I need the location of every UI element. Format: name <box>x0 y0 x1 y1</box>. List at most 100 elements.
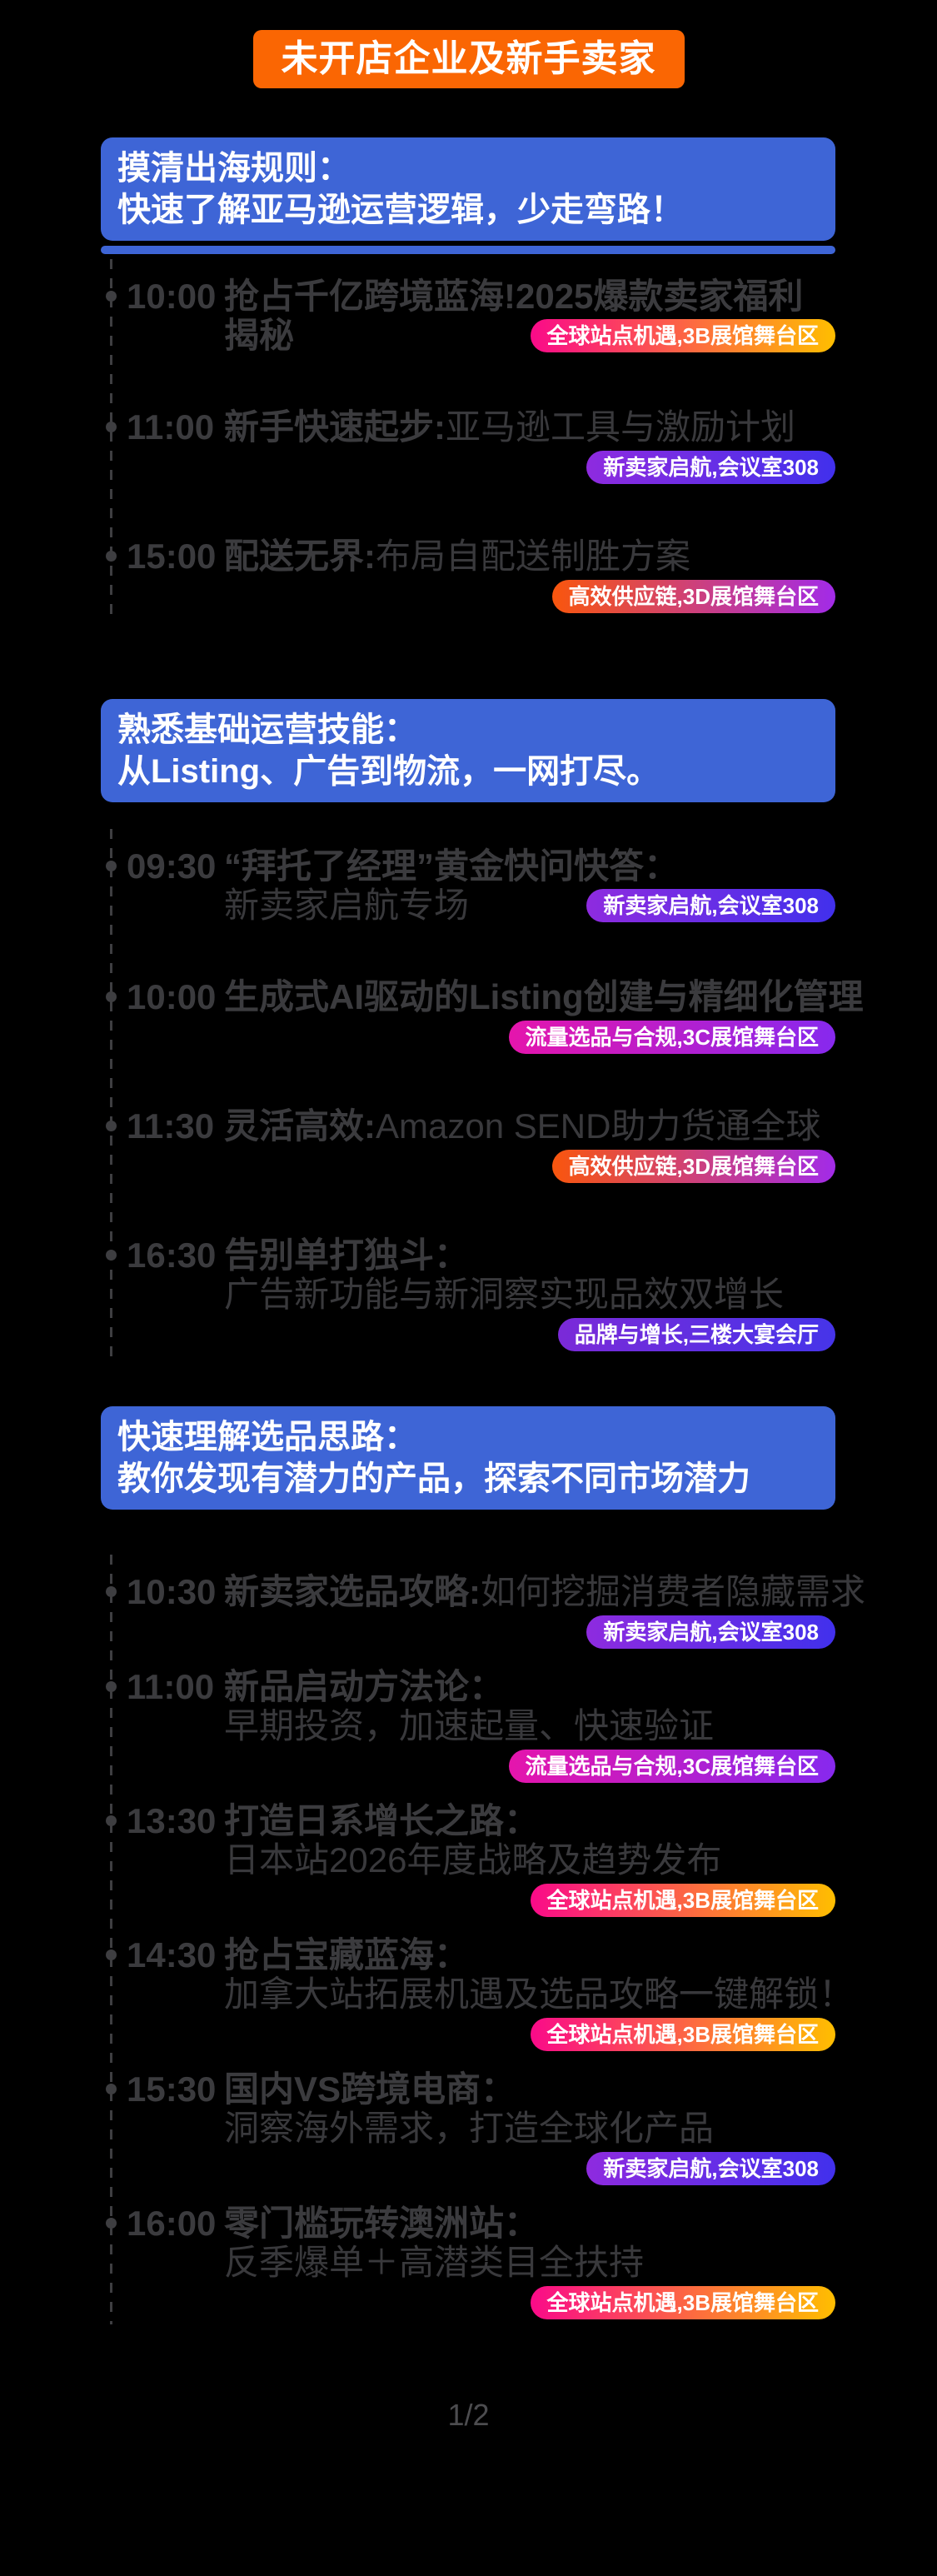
item-time: 10:30 <box>127 1572 217 1611</box>
item-tag-row: 全球站点机遇,3B展馆舞台区 <box>224 2018 835 2051</box>
item-time: 16:30 <box>127 1236 217 1275</box>
section-title-line2: 从Listing、广告到物流，一网打尽。 <box>117 753 660 790</box>
item-title: 打造日系增长之路： <box>224 1801 540 1840</box>
item-content: 国内VS跨境电商： 洞察海外需求，打造全球化产品 新卖家启航,会议室308 <box>224 2069 835 2185</box>
item-title-line2: 日本站2026年度战略及趋势发布 <box>224 1840 722 1880</box>
item-title: 新卖家选品攻略:如何挖掘消费者隐藏需求 <box>224 1572 866 1611</box>
item-tag: 全球站点机遇,3B展馆舞台区 <box>530 2286 835 2319</box>
item-time: 11:00 <box>127 1667 215 1706</box>
section-header: 快速理解选品思路： 教你发现有潜力的产品，探索不同市场潜力 <box>101 1406 835 1510</box>
item-title-line2: 广告新功能与新洞察实现品效双增长 <box>224 1275 785 1314</box>
item-title: 抢占千亿跨境蓝海!2025爆款卖家福利 <box>224 277 804 316</box>
timeline-list: 09:30 “拜托了经理”黄金快问快答： 新卖家启航专场 新卖家启航,会议室30… <box>0 829 937 1356</box>
item-time: 09:30 <box>127 846 217 886</box>
item-tag-row: 高效供应链,3D展馆舞台区 <box>224 580 835 613</box>
item-title-rest: 布局自配送制胜方案 <box>376 537 691 576</box>
section-header-underlay <box>101 246 835 254</box>
item-tag: 新卖家启航,会议室308 <box>586 451 835 484</box>
item-time: 15:00 <box>127 537 217 576</box>
timeline-list: 10:00 抢占千亿跨境蓝海!2025爆款卖家福利 揭秘 全球站点机遇,3B展馆… <box>0 259 937 618</box>
schedule-item: 10:00 抢占千亿跨境蓝海!2025爆款卖家福利 揭秘 全球站点机遇,3B展馆… <box>0 277 937 355</box>
item-tag-row: 新卖家启航,会议室308 <box>224 451 835 484</box>
item-title: 配送无界:布局自配送制胜方案 <box>224 537 691 576</box>
item-title-line2: 揭秘 <box>224 316 295 355</box>
timeline-dot-icon <box>106 1121 117 1131</box>
audience-badge: 未开店企业及新手卖家 <box>252 30 685 88</box>
schedule-item: 10:00 生成式AI驱动的Listing创建与精细化管理 流量选品与合规,3C… <box>0 977 937 1054</box>
timeline-dot-icon <box>106 1815 117 1826</box>
item-content: 告别单打独斗： 广告新功能与新洞察实现品效双增长 品牌与增长,三楼大宴会厅 <box>224 1236 835 1351</box>
timeline-dot-icon <box>106 2218 117 2229</box>
section-product-selection: 快速理解选品思路： 教你发现有潜力的产品，探索不同市场潜力 10:30 新卖家选… <box>0 1406 937 2324</box>
section-title-line2: 教你发现有潜力的产品，探索不同市场潜力 <box>117 1460 750 1497</box>
item-tag-row: 高效供应链,3D展馆舞台区 <box>224 1150 835 1183</box>
item-title: 新品启动方法论： <box>224 1667 505 1706</box>
timeline-dot-icon <box>106 2084 117 2094</box>
item-title-line2: 洞察海外需求，打造全球化产品 <box>224 2109 715 2148</box>
item-title: “拜托了经理”黄金快问快答： <box>224 846 680 886</box>
header-badge-row: 未开店企业及新手卖家 <box>0 0 937 88</box>
item-tag-row: 品牌与增长,三楼大宴会厅 <box>224 1318 835 1351</box>
item-tag: 新卖家启航,会议室308 <box>586 1615 835 1649</box>
item-tag-row: 流量选品与合规,3C展馆舞台区 <box>224 1021 835 1054</box>
item-row2: 新卖家启航专场 新卖家启航,会议室308 <box>224 886 835 925</box>
timeline-dot-icon <box>106 1586 117 1597</box>
item-title-line2: 加拿大站拓展机遇及选品攻略一键解锁！ <box>224 1974 855 2014</box>
schedule-item: 11:30 灵活高效:Amazon SEND助力货通全球 高效供应链,3D展馆舞… <box>0 1106 937 1183</box>
item-tag: 高效供应链,3D展馆舞台区 <box>551 580 835 613</box>
item-tag: 全球站点机遇,3B展馆舞台区 <box>530 1884 835 1917</box>
timeline-dot-icon <box>106 991 117 1002</box>
item-tag-row: 新卖家启航,会议室308 <box>224 1615 835 1649</box>
item-title: 生成式AI驱动的Listing创建与精细化管理 <box>224 977 864 1016</box>
timeline-dot-icon <box>106 551 117 562</box>
section-title-line2: 快速了解亚马逊运营逻辑，少走弯路！ <box>117 192 684 228</box>
timeline-dot-icon <box>106 1949 117 1960</box>
item-title: 零门槛玩转澳洲站： <box>224 2204 540 2243</box>
item-content: 打造日系增长之路： 日本站2026年度战略及趋势发布 全球站点机遇,3B展馆舞台… <box>224 1801 835 1917</box>
item-content: 灵活高效:Amazon SEND助力货通全球 高效供应链,3D展馆舞台区 <box>224 1106 835 1183</box>
timeline-dot-icon <box>106 1681 117 1692</box>
item-time: 11:30 <box>127 1106 215 1146</box>
timeline-dot-icon <box>106 422 117 432</box>
item-title-line2: 反季爆单＋高潜类目全扶持 <box>224 2243 645 2282</box>
item-content: 零门槛玩转澳洲站： 反季爆单＋高潜类目全扶持 全球站点机遇,3B展馆舞台区 <box>224 2204 835 2319</box>
schedule-item: 10:30 新卖家选品攻略:如何挖掘消费者隐藏需求 新卖家启航,会议室308 <box>0 1572 937 1649</box>
section-rules: 摸清出海规则： 快速了解亚马逊运营逻辑，少走弯路！ 10:00 抢占千亿跨境蓝海… <box>0 137 937 618</box>
item-content: “拜托了经理”黄金快问快答： 新卖家启航专场 新卖家启航,会议室308 <box>224 846 835 925</box>
schedule-item: 15:00 配送无界:布局自配送制胜方案 高效供应链,3D展馆舞台区 <box>0 537 937 613</box>
item-tag-row: 流量选品与合规,3C展馆舞台区 <box>224 1750 835 1783</box>
item-content: 新卖家选品攻略:如何挖掘消费者隐藏需求 新卖家启航,会议室308 <box>224 1572 866 1649</box>
item-title: 灵活高效:Amazon SEND助力货通全球 <box>224 1106 821 1146</box>
item-time: 10:00 <box>127 977 217 1016</box>
item-time: 13:30 <box>127 1801 217 1840</box>
schedule-item: 16:30 告别单打独斗： 广告新功能与新洞察实现品效双增长 品牌与增长,三楼大… <box>0 1236 937 1351</box>
item-tag: 流量选品与合规,3C展馆舞台区 <box>508 1750 835 1783</box>
item-title-rest: 如何挖掘消费者隐藏需求 <box>481 1572 866 1611</box>
item-content: 配送无界:布局自配送制胜方案 高效供应链,3D展馆舞台区 <box>224 537 835 613</box>
item-tag: 全球站点机遇,3B展馆舞台区 <box>530 318 835 352</box>
schedule-item: 09:30 “拜托了经理”黄金快问快答： 新卖家启航专场 新卖家启航,会议室30… <box>0 846 937 925</box>
item-row2: 揭秘 全球站点机遇,3B展馆舞台区 <box>224 316 835 355</box>
timeline-list: 10:30 新卖家选品攻略:如何挖掘消费者隐藏需求 新卖家启航,会议室308 1… <box>0 1555 937 2324</box>
section-title-line1: 快速理解选品思路： <box>117 1419 417 1455</box>
section-operations: 熟悉基础运营技能： 从Listing、广告到物流，一网打尽。 09:30 “拜托… <box>0 699 937 1356</box>
section-header: 摸清出海规则： 快速了解亚马逊运营逻辑，少走弯路！ <box>101 137 835 241</box>
schedule-item: 11:00 新品启动方法论： 早期投资，加速起量、快速验证 流量选品与合规,3C… <box>0 1667 937 1783</box>
item-time: 10:00 <box>127 277 217 316</box>
section-header: 熟悉基础运营技能： 从Listing、广告到物流，一网打尽。 <box>101 699 835 802</box>
item-content: 新手快速起步:亚马逊工具与激励计划 新卖家启航,会议室308 <box>224 407 835 484</box>
item-tag: 品牌与增长,三楼大宴会厅 <box>557 1318 835 1351</box>
item-title-line2: 新卖家启航专场 <box>224 886 470 925</box>
item-content: 生成式AI驱动的Listing创建与精细化管理 流量选品与合规,3C展馆舞台区 <box>224 977 864 1054</box>
schedule-item: 14:30 抢占宝藏蓝海： 加拿大站拓展机遇及选品攻略一键解锁！ 全球站点机遇,… <box>0 1935 937 2051</box>
item-title-rest: Amazon SEND助力货通全球 <box>376 1106 821 1146</box>
item-title: 告别单打独斗： <box>224 1236 470 1275</box>
item-title: 新手快速起步:亚马逊工具与激励计划 <box>224 407 796 447</box>
page-indicator: 1/2 <box>447 2398 490 2432</box>
item-time: 11:00 <box>127 407 215 447</box>
item-content: 抢占千亿跨境蓝海!2025爆款卖家福利 揭秘 全球站点机遇,3B展馆舞台区 <box>224 277 835 355</box>
section-title-line1: 摸清出海规则： <box>117 150 351 187</box>
schedule-item: 13:30 打造日系增长之路： 日本站2026年度战略及趋势发布 全球站点机遇,… <box>0 1801 937 1917</box>
item-tag-row: 全球站点机遇,3B展馆舞台区 <box>224 1884 835 1917</box>
